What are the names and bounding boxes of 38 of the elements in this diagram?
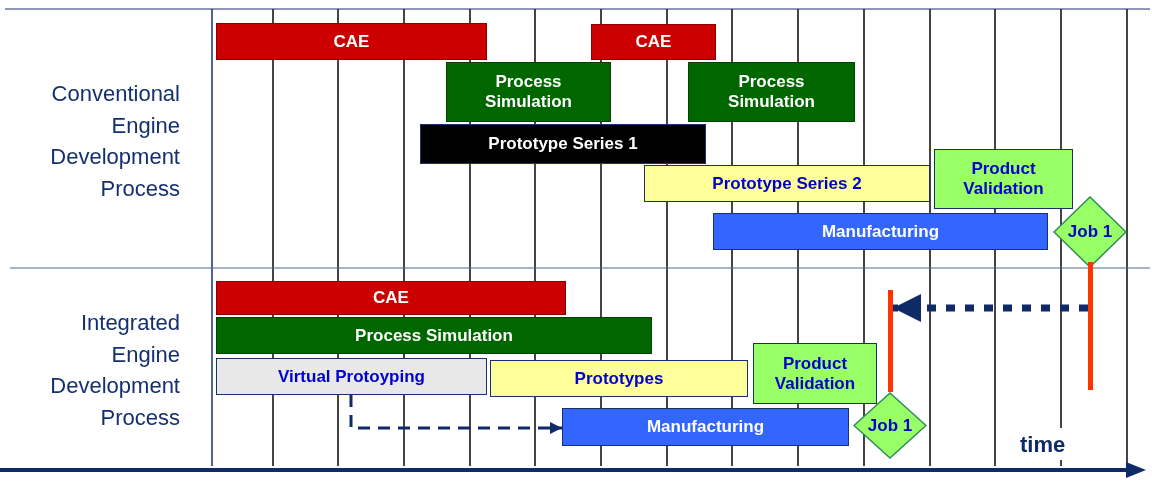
row-label: Conventional Engine Development Process [49,80,180,203]
bar-label: Job 1 [1067,222,1113,242]
task-bar [216,281,566,315]
task-bar [216,317,652,354]
marker-bar [888,290,893,392]
marker-bar [1088,262,1093,390]
task-bar [688,62,855,122]
task-bar [753,343,877,404]
milestone-diamond [1053,196,1127,268]
bar-label: Job 1 [867,415,913,436]
bar-label: Prototypes [574,368,664,389]
task-bar [562,408,849,446]
bar-label: CAE [635,32,672,52]
task-bar [934,149,1073,209]
bar-label: Product Validation [773,353,857,394]
task-bar [446,62,611,122]
row-label: Integrated Engine Development Process [49,309,180,432]
axis-label: time [1020,432,1066,458]
arrow [349,395,562,434]
bar-label: CAE [373,288,409,308]
bar-label: CAE [333,31,370,52]
bar-label: Process Simulation [355,325,513,346]
task-bar [591,24,716,60]
task-bar [644,165,930,202]
bar-label: Manufacturing [821,221,940,242]
task-bar [216,23,487,60]
bar-label: Prototype Series 1 [488,134,638,154]
bar-label: Process Simulation [484,72,573,112]
bar-label: Process Simulation [727,72,816,112]
task-bar [216,358,487,395]
bar-label: Product Validation [962,159,1045,199]
milestone-diamond [853,392,927,459]
task-bar [713,213,1048,250]
bar-label: Prototype Series 2 [712,173,862,194]
bar-label: Manufacturing [646,417,765,437]
task-bar [420,124,706,164]
bar-label: Virtual Protoyping [277,366,425,387]
task-bar [490,360,748,397]
